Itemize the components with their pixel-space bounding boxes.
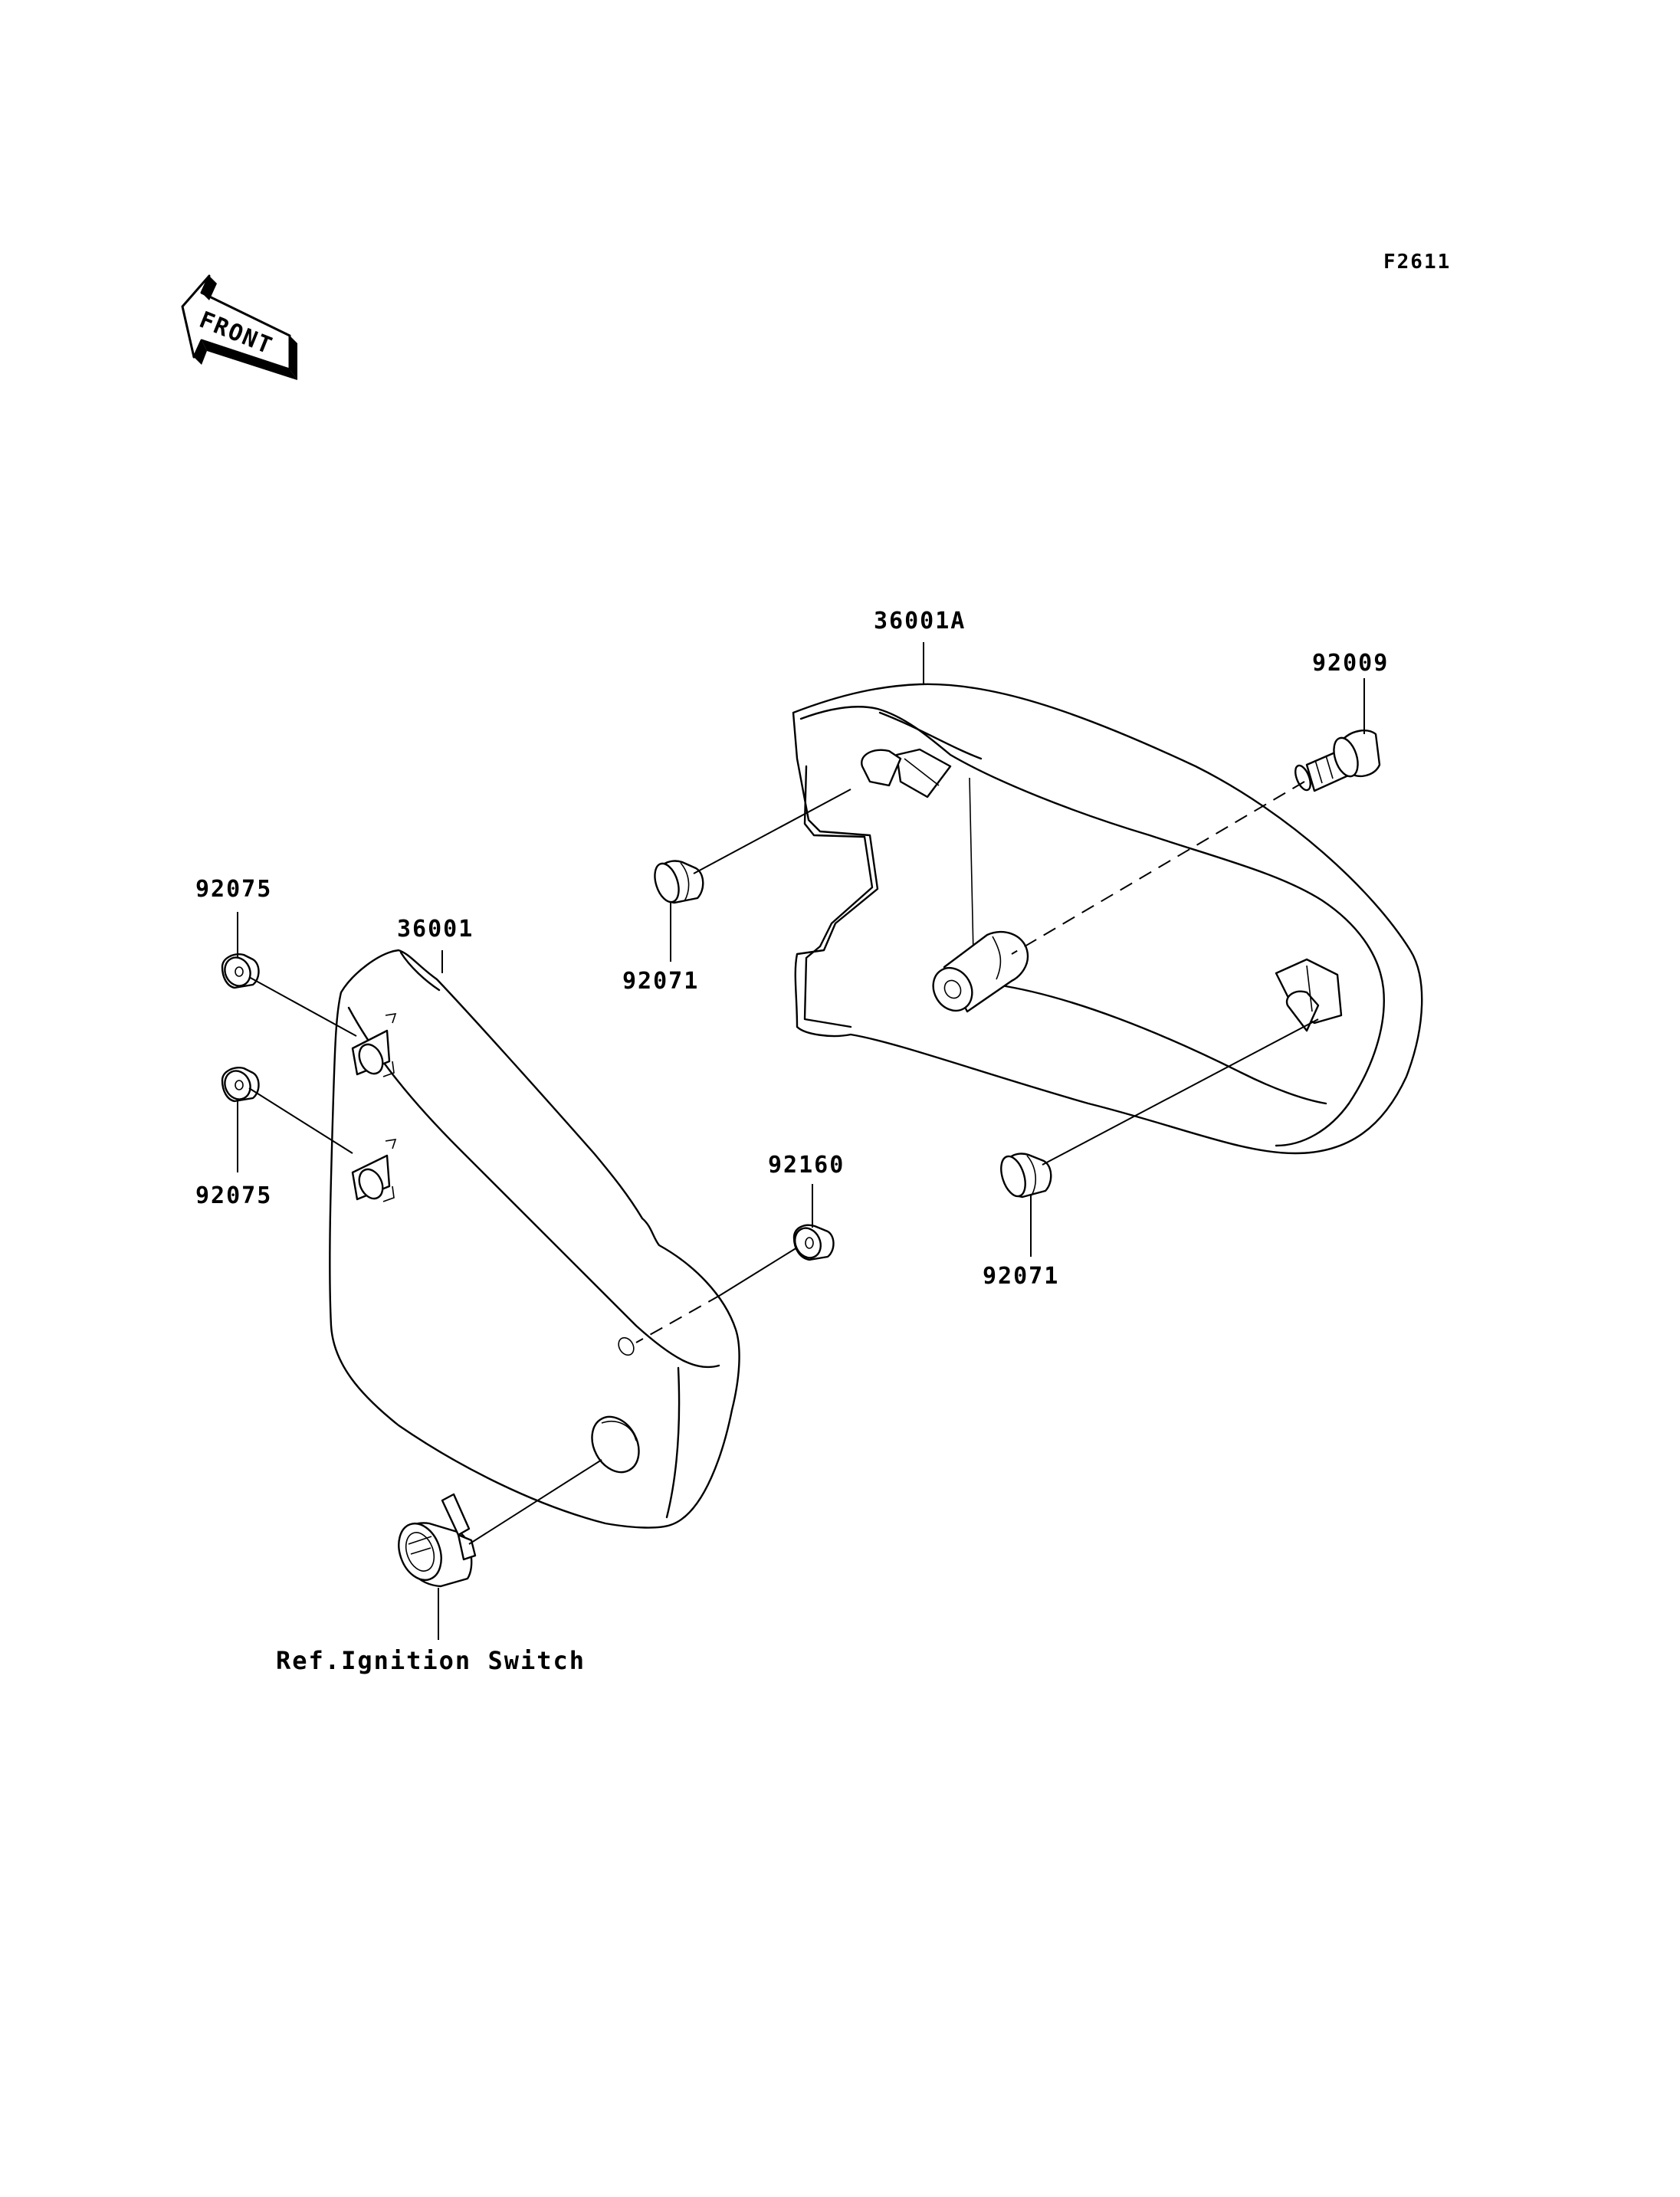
label-36001: 36001 — [397, 916, 474, 943]
side-cover-left — [329, 949, 740, 1529]
label-92075-lower: 92075 — [195, 1182, 272, 1209]
label-92075-upper: 92075 — [195, 876, 272, 903]
grommet-left-lower — [221, 1067, 260, 1103]
label-92160: 92160 — [768, 1152, 845, 1179]
side-cover-right — [792, 683, 1423, 1155]
figure-code: F2611 — [1383, 251, 1451, 274]
label-ignition-ref: Ref.Ignition Switch — [276, 1646, 586, 1675]
label-92071-lower: 92071 — [983, 1263, 1059, 1290]
label-92009: 92009 — [1312, 650, 1389, 677]
label-92071-upper: 92071 — [622, 968, 699, 995]
front-direction-arrow-icon: FRONT — [181, 274, 297, 380]
grommet-right-lower — [1000, 1153, 1052, 1199]
label-36001A: 36001A — [874, 608, 966, 635]
grommet-left-upper — [221, 953, 260, 989]
leader-lines — [237, 642, 1365, 1640]
grommet-right-upper — [654, 860, 704, 904]
ignition-switch-part — [398, 1493, 477, 1588]
bolt-part — [1294, 730, 1381, 792]
damper-part — [792, 1224, 835, 1261]
